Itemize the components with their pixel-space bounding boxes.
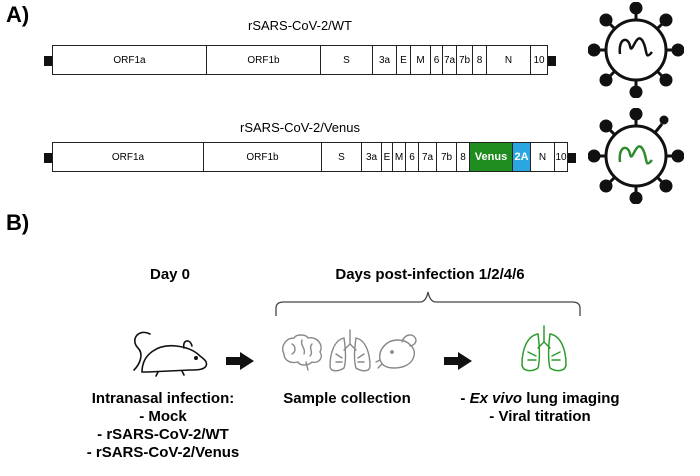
wt-seg-n: N xyxy=(486,46,530,74)
venus-seg-10: 10 xyxy=(554,143,567,171)
venus-virus-icon xyxy=(588,108,684,204)
venus-seg-2a: 2A xyxy=(512,143,530,171)
venus-seg-venus: Venus xyxy=(469,143,512,171)
wt-seg-e: E xyxy=(396,46,410,74)
venus-seg-7b: 7b xyxy=(436,143,456,171)
wt-construct-title: rSARS-CoV-2/WT xyxy=(247,18,352,33)
brain-icon xyxy=(282,334,322,371)
infection-item-wt: - rSARS-CoV-2/WT xyxy=(97,426,229,443)
venus-seg-7a: 7a xyxy=(418,143,436,171)
wt-seg-10: 10 xyxy=(530,46,547,74)
wt-seg-orf1b: ORF1b xyxy=(206,46,320,74)
viral-titration-label: - Viral titration xyxy=(489,408,591,425)
ex-vivo-imaging-label: - Ex vivo lung imaging xyxy=(430,390,650,408)
imaging-suffix: lung imaging xyxy=(522,390,620,407)
wt-seg-7b: 7b xyxy=(456,46,472,74)
venus-construct-title: rSARS-CoV-2/Venus xyxy=(240,120,360,135)
infection-item-mock: - Mock xyxy=(139,408,187,425)
wt-seg-orf1a: ORF1a xyxy=(113,54,146,66)
wt-virus-icon xyxy=(588,2,684,98)
panel-b-label: B) xyxy=(6,210,30,235)
venus-seg-8: 8 xyxy=(456,143,469,171)
wt-seg-m: M xyxy=(410,46,430,74)
wt-seg-8: 8 xyxy=(472,46,486,74)
infection-item-venus: - rSARS-CoV-2/Venus xyxy=(86,444,240,461)
venus-genome-bar: ORF1a ORF1b S 3a E M 6 7a 7b 8 Venus 2A … xyxy=(52,142,568,172)
wt-seg-s: S xyxy=(320,46,372,74)
venus-seg-6: 6 xyxy=(405,143,418,171)
venus-seg-e: E xyxy=(381,143,392,171)
sample-collection-label: Sample collection xyxy=(283,390,411,407)
timepoint-brace xyxy=(275,291,581,316)
day0-label: Day 0 xyxy=(149,266,191,283)
venus-seg-s: S xyxy=(321,143,361,171)
venus-seg-3a: 3a xyxy=(361,143,381,171)
wt-genome-bar: ORF1a ORF1b S 3a E M 6 7a 7b 8 N 10 xyxy=(52,45,548,75)
days-post-infection-label: Days post-infection 1/2/4/6 xyxy=(335,266,525,283)
venus-left-cap xyxy=(44,153,52,163)
wt-seg-7a: 7a xyxy=(442,46,456,74)
infection-title: Intranasal infection: xyxy=(91,390,235,407)
venus-seg-orf1b: ORF1b xyxy=(203,143,321,171)
mouse-icon xyxy=(133,331,208,377)
wt-seg-6: 6 xyxy=(430,46,442,74)
arrow-icon xyxy=(444,352,472,370)
arrow-icon xyxy=(226,352,254,370)
venus-seg-n: N xyxy=(530,143,554,171)
venus-seg-orf1a: ORF1a xyxy=(111,151,145,163)
imaging-prefix: - xyxy=(460,390,470,407)
wt-seg-3a: 3a xyxy=(372,46,396,74)
wt-left-cap xyxy=(44,56,52,66)
venus-right-cap xyxy=(568,153,576,163)
lungs-icon xyxy=(329,329,371,372)
wt-right-cap xyxy=(548,56,556,66)
imaging-italic: Ex vivo xyxy=(469,390,523,407)
mouse-head-icon xyxy=(375,334,417,369)
green-lungs-icon xyxy=(521,325,567,372)
venus-seg-m: M xyxy=(392,143,405,171)
panel-a-label: A) xyxy=(6,2,30,27)
